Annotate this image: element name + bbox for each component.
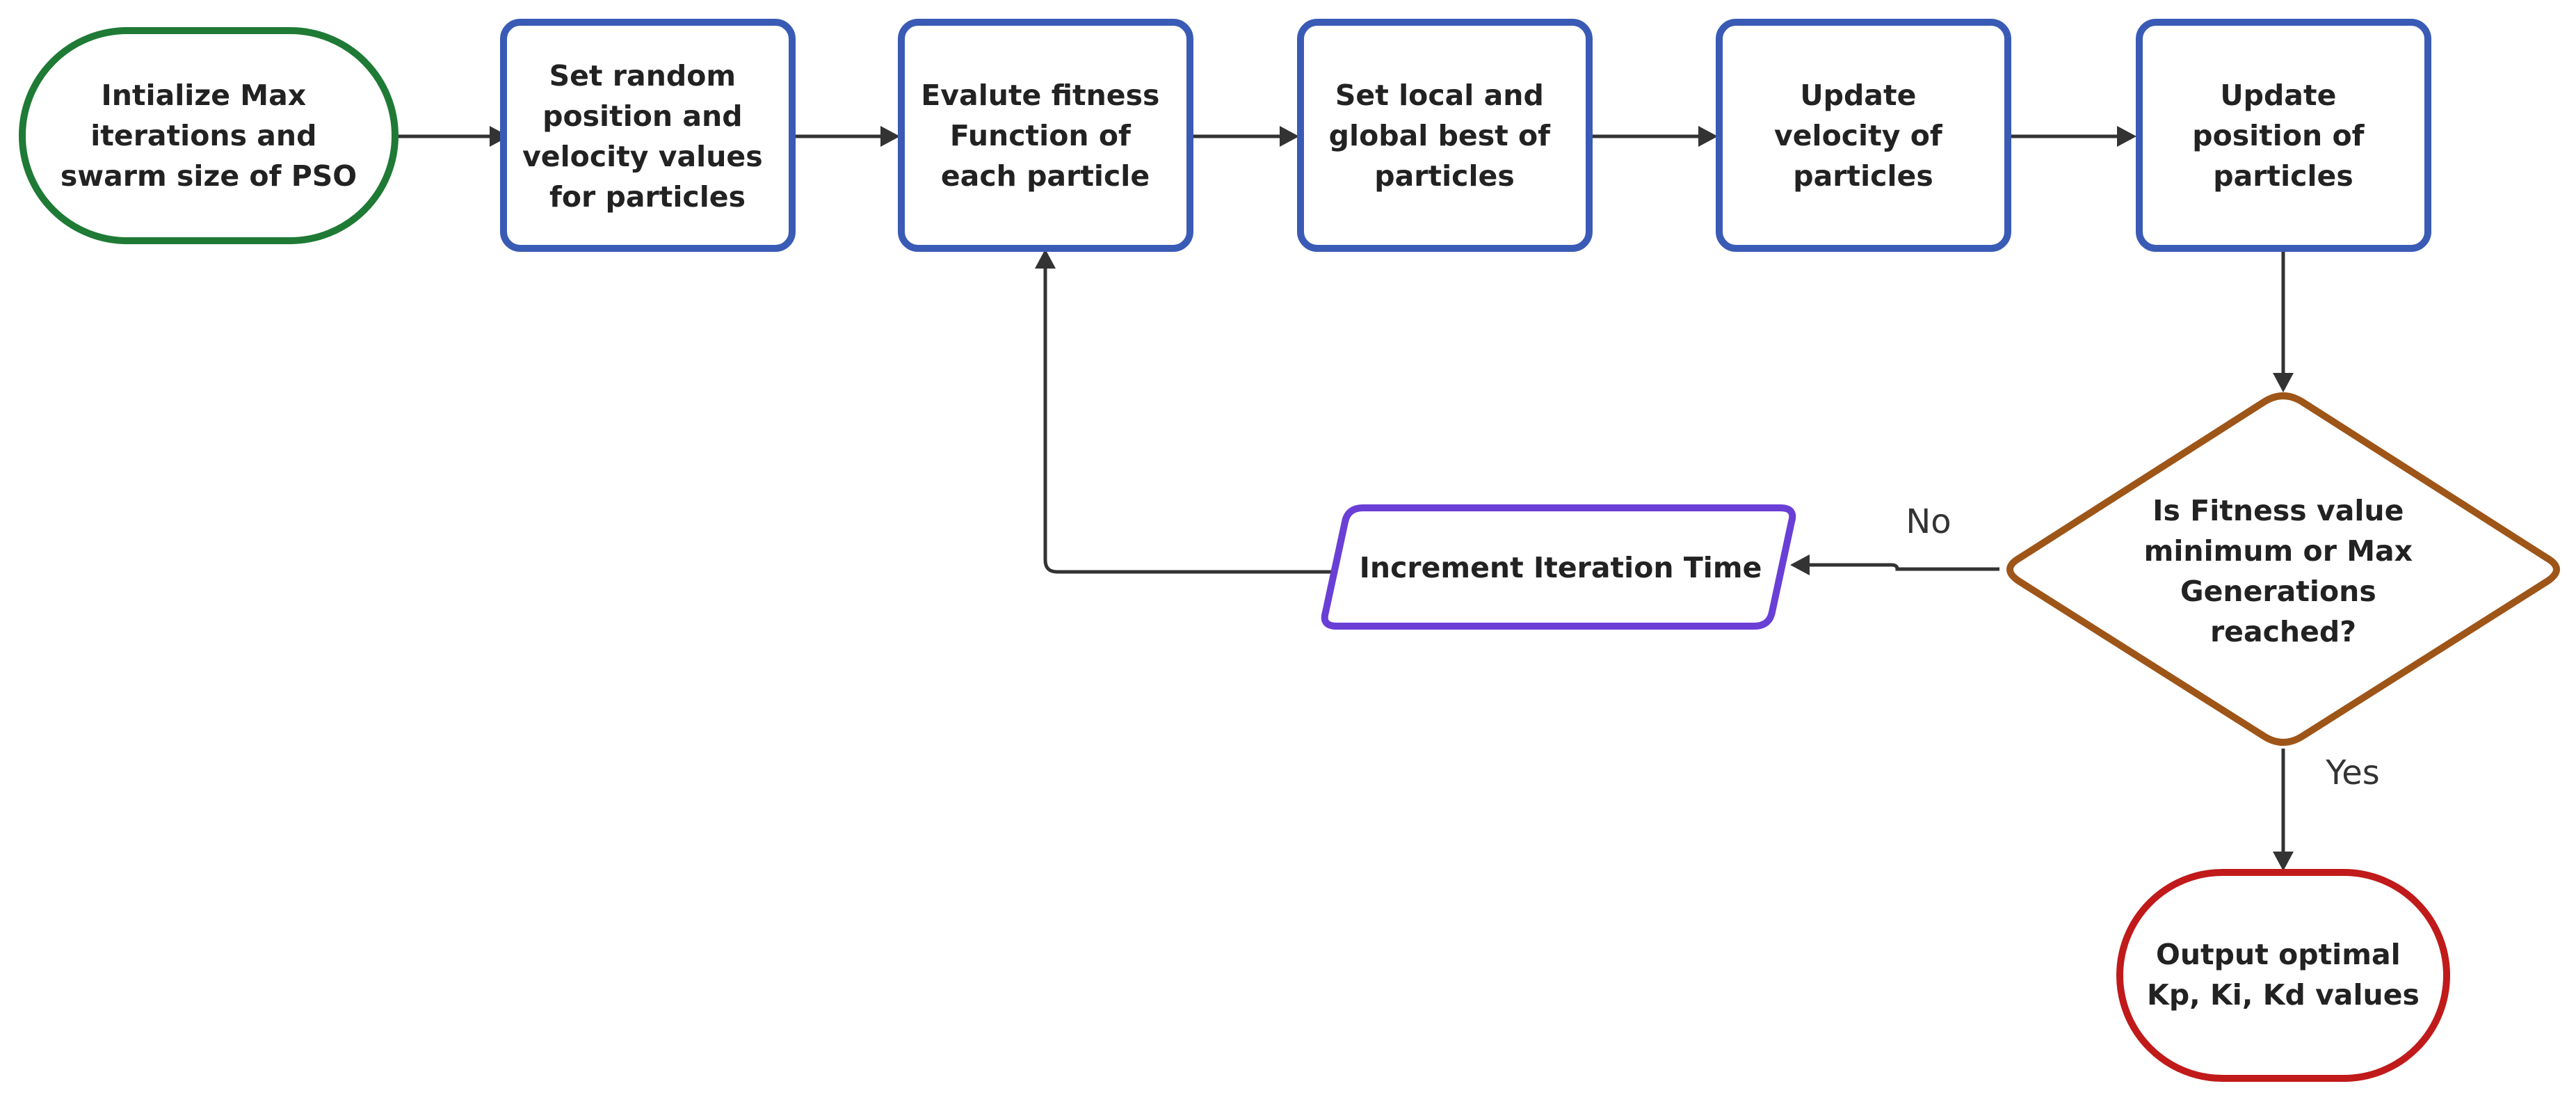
edge-label-no: No	[1906, 502, 1951, 541]
arrowhead-evaluate-to-best	[1280, 126, 1299, 147]
node-decision-line-2: minimum or Max	[2144, 534, 2413, 568]
arrowhead-decision-to-output	[2273, 852, 2294, 871]
arrowhead-position-to-decision	[2273, 373, 2294, 392]
node-increment-text: Increment Iteration Time	[1360, 551, 1762, 584]
node-evaluate-line-2: Function of	[950, 119, 1132, 152]
node-decision-line-4: reached?	[2210, 615, 2356, 648]
node-best-line-2: global best of	[1329, 119, 1552, 152]
node-position-shape	[2136, 19, 2431, 252]
node-random-line-2: position and	[542, 99, 742, 133]
edge-label-yes: Yes	[2325, 753, 2379, 792]
node-init: Intialize Max iterations and swarm size …	[19, 27, 399, 244]
node-evaluate-shape	[898, 19, 1193, 252]
node-best-line-3: particles	[1374, 159, 1514, 193]
edge-decision-to-increment	[1807, 563, 1999, 571]
node-random: Set random position and velocity values …	[500, 19, 796, 252]
arrowhead-decision-to-increment	[1790, 554, 1810, 575]
edges: No Yes	[396, 126, 2380, 871]
node-decision-shape	[2006, 392, 2560, 746]
node-decision-line-1: Is Fitness value	[2152, 494, 2404, 527]
node-init-line-3: swarm size of PSO	[61, 159, 357, 193]
node-best-text: Set local and global best of particles	[1329, 79, 1561, 193]
node-position-line-2: position of	[2192, 119, 2365, 152]
node-decision: Is Fitness value minimum or Max Generati…	[2006, 392, 2560, 746]
node-velocity-text: Update velocity of particles	[1774, 79, 1952, 193]
node-random-text: Set random position and velocity values …	[522, 59, 773, 214]
node-velocity-line-3: particles	[1793, 159, 1933, 193]
node-best-shape	[1297, 19, 1593, 252]
node-best: Set local and global best of particles	[1297, 19, 1593, 252]
node-evaluate-line-1: Evalute fitness	[921, 79, 1159, 112]
node-increment-shape	[1321, 504, 1796, 630]
node-random-line-4: for particles	[549, 180, 746, 214]
node-position: Update position of particles	[2136, 19, 2431, 252]
node-init-text: Intialize Max iterations and swarm size …	[61, 79, 357, 193]
arrowhead-init-to-random	[490, 126, 509, 147]
node-random-line-3: velocity values	[522, 140, 763, 173]
node-output-text: Output optimal Kp, Ki, Kd values	[2147, 938, 2420, 1012]
node-output: Output optimal Kp, Ki, Kd values	[2116, 869, 2450, 1082]
node-increment-line-1: Increment Iteration Time	[1360, 551, 1762, 584]
nodes: Intialize Max iterations and swarm size …	[19, 19, 2560, 1082]
node-decision-line-3: Generations	[2180, 575, 2376, 608]
node-best-line-1: Set local and	[1335, 79, 1544, 112]
node-position-line-1: Update	[2220, 79, 2336, 112]
node-output-line-1: Output optimal	[2156, 938, 2401, 971]
node-random-line-1: Set random	[549, 59, 736, 93]
node-position-text: Update position of particles	[2192, 79, 2374, 193]
node-output-shape	[2116, 869, 2450, 1082]
node-position-line-3: particles	[2213, 159, 2353, 193]
node-velocity: Update velocity of particles	[1716, 19, 2011, 252]
node-init-line-2: iterations and	[90, 119, 316, 152]
node-init-line-1: Intialize Max	[101, 79, 306, 112]
node-velocity-line-1: Update	[1800, 79, 1916, 112]
node-evaluate: Evalute fitness Function of each particl…	[898, 19, 1193, 252]
arrowhead-increment-to-evaluate	[1035, 249, 1056, 269]
edge-increment-to-evaluate	[1043, 266, 1337, 574]
node-evaluate-text: Evalute fitness Function of each particl…	[921, 79, 1169, 193]
node-init-shape	[19, 27, 399, 244]
node-decision-text: Is Fitness value minimum or Max Generati…	[2144, 494, 2423, 648]
node-velocity-line-2: velocity of	[1774, 119, 1943, 152]
node-output-line-2: Kp, Ki, Kd values	[2147, 978, 2420, 1012]
node-increment: Increment Iteration Time	[1321, 504, 1796, 630]
arrowhead-velocity-to-position	[2117, 126, 2136, 147]
arrowhead-best-to-velocity	[1698, 126, 1718, 147]
node-random-shape	[500, 19, 796, 252]
node-evaluate-line-3: each particle	[941, 159, 1150, 193]
node-velocity-shape	[1716, 19, 2011, 252]
arrowhead-random-to-evaluate	[880, 126, 900, 147]
